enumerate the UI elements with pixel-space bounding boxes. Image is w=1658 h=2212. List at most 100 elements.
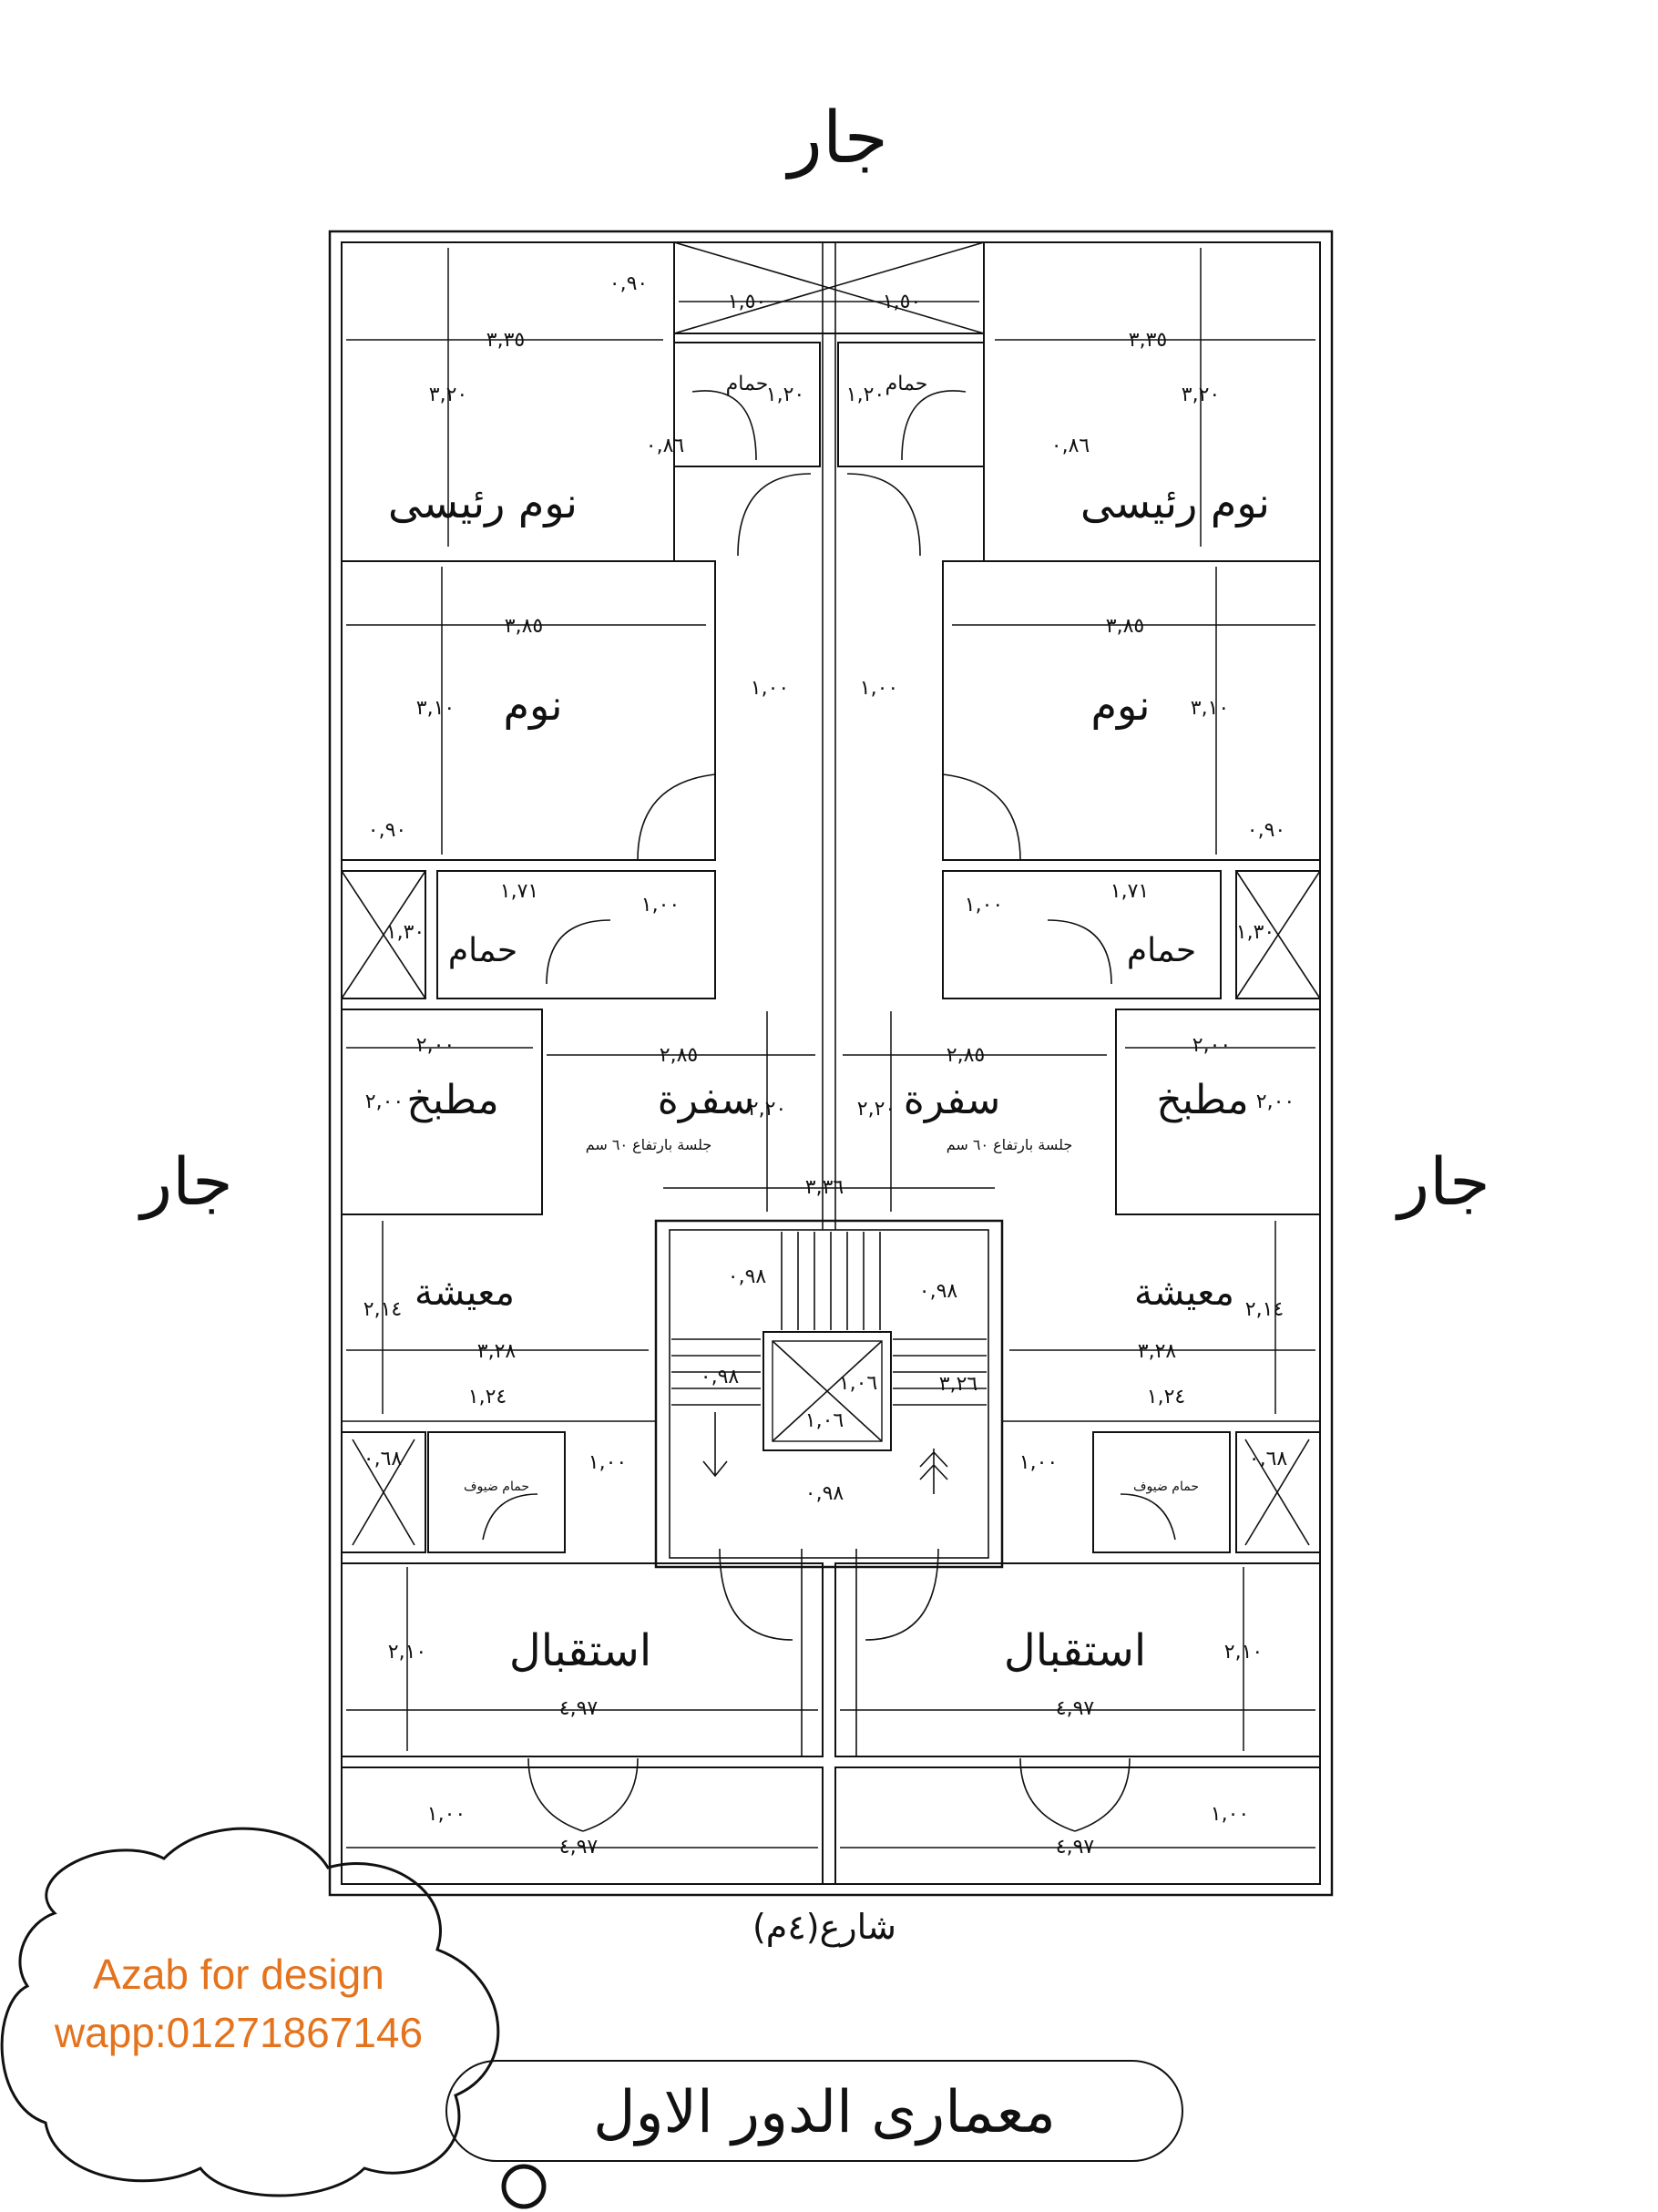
dim-label: ٣,٣٥ <box>1129 329 1167 352</box>
brand-name: Azab for design <box>93 1951 384 1998</box>
room-label-reception-right: استقبال <box>1004 1625 1146 1676</box>
dim-label: ٠,٩٨ <box>919 1280 958 1303</box>
dim-label: ١,٥٠ <box>728 291 766 313</box>
drawing-title: معمارى الدور الاول <box>593 2079 1056 2146</box>
dim-label: ٣,٨٥ <box>1106 615 1144 638</box>
reception-left <box>341 1562 824 1757</box>
dim-label: ٢,٨٥ <box>947 1044 985 1067</box>
shaft-cross <box>341 870 426 999</box>
dim-label: ١,٢٤ <box>468 1386 507 1408</box>
dim-label: ١,٢٠ <box>766 384 804 406</box>
shaft-guest-left <box>341 1431 426 1553</box>
door-swing <box>719 1548 793 1641</box>
dim-label: ٢,٨٥ <box>660 1044 698 1067</box>
door-swing <box>527 1757 584 1832</box>
dim-label: ٠,٩٨ <box>701 1366 740 1388</box>
shaft-left <box>341 870 426 999</box>
dim-label: ٢,٠٠ <box>1192 1034 1231 1057</box>
shaft-cross <box>1244 1439 1310 1546</box>
room-label-master-bedroom-left: نوم رئيسى <box>388 478 578 528</box>
dim-label: ١,٢٤ <box>1147 1386 1185 1408</box>
entry-right <box>834 1767 1321 1885</box>
title-capsule <box>445 2060 1183 2162</box>
dim-label: ٢,٢٠ <box>857 1098 896 1121</box>
room-label-bedroom-right: نوم <box>1090 681 1150 731</box>
room-label-bath-top-left: حمام <box>726 373 769 395</box>
dim-label: ٠,٩٨ <box>805 1482 844 1505</box>
dim-label: ٠,٦٨ <box>363 1448 403 1470</box>
dim-label: ٤,٩٧ <box>559 1697 599 1720</box>
dim-label: ٠,٦٨ <box>1249 1448 1288 1470</box>
door-swing <box>901 390 967 461</box>
bath-top-left <box>673 342 821 467</box>
dim-label: ٢,٠٠ <box>1256 1091 1295 1113</box>
stair-arrow-down <box>702 1412 728 1478</box>
guest-bath-left <box>427 1431 566 1553</box>
dim-label: ٠,٩٠ <box>368 819 406 842</box>
elevator-shaft <box>762 1331 892 1451</box>
dim-label: ٢,١٤ <box>363 1298 402 1321</box>
door-swing <box>846 473 921 557</box>
dim-label: ١,٧١ <box>500 880 538 903</box>
dim-label: ١,٣٠ <box>1236 921 1274 944</box>
room-label-kitchen-left: مطبخ <box>406 1077 498 1123</box>
room-label-living-left: معيشة <box>414 1272 515 1314</box>
room-label-guest-bath-left: حمام ضيوف <box>464 1480 529 1494</box>
dim-label: ١,٠٠ <box>751 677 789 700</box>
dim-label: ٣,٢٨ <box>477 1340 517 1363</box>
room-label-dining-right: سفرة <box>904 1077 1000 1123</box>
door-swing <box>1074 1757 1131 1832</box>
dim-label: ٣,٢٦ <box>939 1373 977 1396</box>
door-swing <box>1120 1493 1176 1541</box>
door-swing <box>942 773 1021 861</box>
stair-arrow-up <box>919 1449 948 1494</box>
dim-label: ١,٢٠ <box>846 384 885 406</box>
door-swing <box>691 390 757 461</box>
dim-label: ١,٠٠ <box>860 677 898 700</box>
dim-label: ٠,٨٦ <box>1051 435 1090 457</box>
door-swing <box>1019 1757 1076 1832</box>
neighbor-top-label: جار <box>784 97 888 179</box>
room-label-living-right: معيشة <box>1134 1272 1234 1314</box>
brand-cloud-shape <box>0 1827 500 2197</box>
entry-left <box>341 1767 824 1885</box>
shaft-cross <box>1235 870 1321 999</box>
stair-treads <box>671 1232 987 1406</box>
bedroom-right <box>942 560 1321 861</box>
dim-label: ٢,٠٠ <box>365 1091 404 1113</box>
dim-label: ٠,٨٦ <box>646 435 684 457</box>
room-label-bathroom-right: حمام <box>1127 932 1196 969</box>
dimension-lines <box>346 248 1315 1848</box>
room-label-kitchen-right: مطبخ <box>1156 1077 1248 1123</box>
dim-label: ٢,١٠ <box>388 1641 426 1664</box>
door-swing <box>582 1757 639 1832</box>
door-swing <box>865 1548 939 1641</box>
dim-label: ٢,١٤ <box>1245 1298 1284 1321</box>
dim-label: ٠,٩٨ <box>728 1265 767 1288</box>
dim-label: ٣,٢٨ <box>1138 1340 1177 1363</box>
light-well-cross <box>673 241 985 334</box>
room-label-bath-top-right: حمام <box>885 373 928 395</box>
bath-mid-right <box>942 870 1222 999</box>
stair-core <box>654 1219 1004 1569</box>
neighbor-left-label: جار <box>138 1143 232 1221</box>
dim-label: ١,٥٠ <box>883 291 921 313</box>
dim-label: ٢,١٠ <box>1224 1641 1263 1664</box>
dim-label: ٣,١٠ <box>1191 697 1229 720</box>
bedroom-left <box>341 560 716 861</box>
dim-label: ٣,٨٥ <box>505 615 543 638</box>
door-swing <box>482 1493 538 1541</box>
dim-label: ٣,١٠ <box>416 697 455 720</box>
dim-label: ١,٠٠ <box>641 894 680 917</box>
room-label-bathroom-left: حمام <box>448 932 517 969</box>
bath-mid-left <box>436 870 716 999</box>
shaft-cross <box>352 1439 415 1546</box>
shaft-guest-right <box>1235 1431 1321 1553</box>
room-label-reception-left: استقبال <box>509 1625 651 1676</box>
door-swing <box>546 919 611 985</box>
room-label-master-bedroom-right: نوم رئيسى <box>1080 478 1270 528</box>
brand-contact: wapp:01271867146 <box>54 2009 424 2056</box>
room-label-guest-bath-right: حمام ضيوف <box>1133 1480 1199 1494</box>
neighbor-right-label: جار <box>1395 1143 1489 1221</box>
